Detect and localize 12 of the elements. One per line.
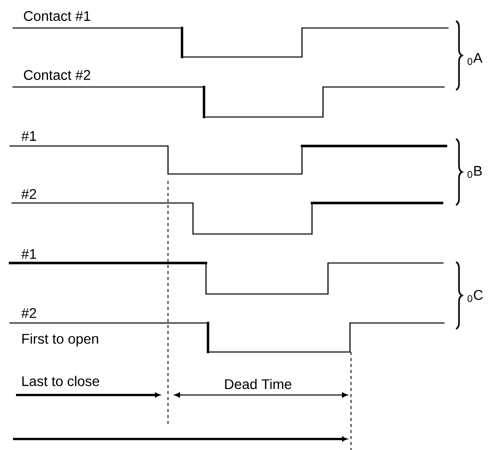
group-label: $_{0}$C (468, 290, 483, 302)
note-label: First to open (22, 333, 98, 347)
group-label: $_{0}$B (468, 166, 482, 178)
signal-label: #1 (21, 131, 36, 141)
signal-label: Contact #1 (24, 11, 90, 21)
signal-label: #2 (21, 308, 36, 318)
dimension-label: Dead Time (225, 378, 292, 390)
note-label: Last to close (22, 376, 100, 386)
signal-label: Contact #2 (24, 70, 90, 80)
group-label: $_{0}$A (468, 53, 482, 65)
signal-label: #1 (21, 249, 36, 259)
signal-label: #2 (21, 189, 36, 199)
